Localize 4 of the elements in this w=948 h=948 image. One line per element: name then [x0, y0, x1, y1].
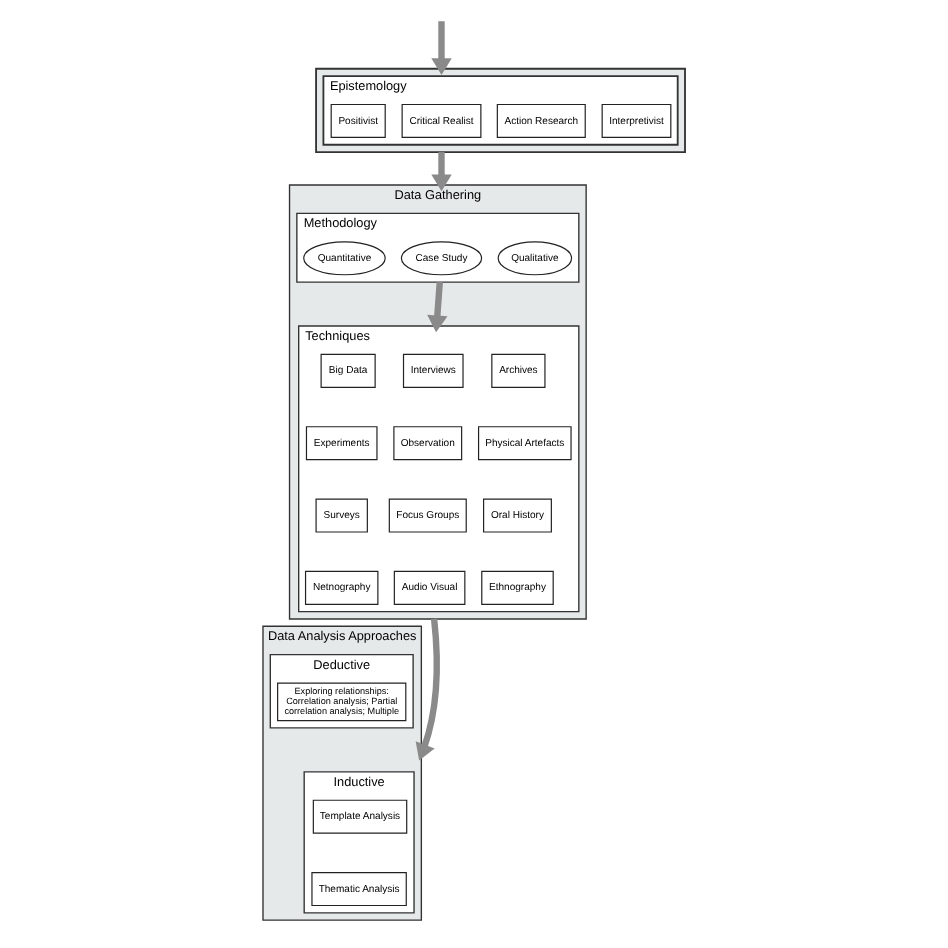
arrow — [415, 618, 440, 761]
arrow — [427, 281, 448, 333]
arrow — [431, 21, 452, 75]
arrow — [431, 152, 452, 192]
